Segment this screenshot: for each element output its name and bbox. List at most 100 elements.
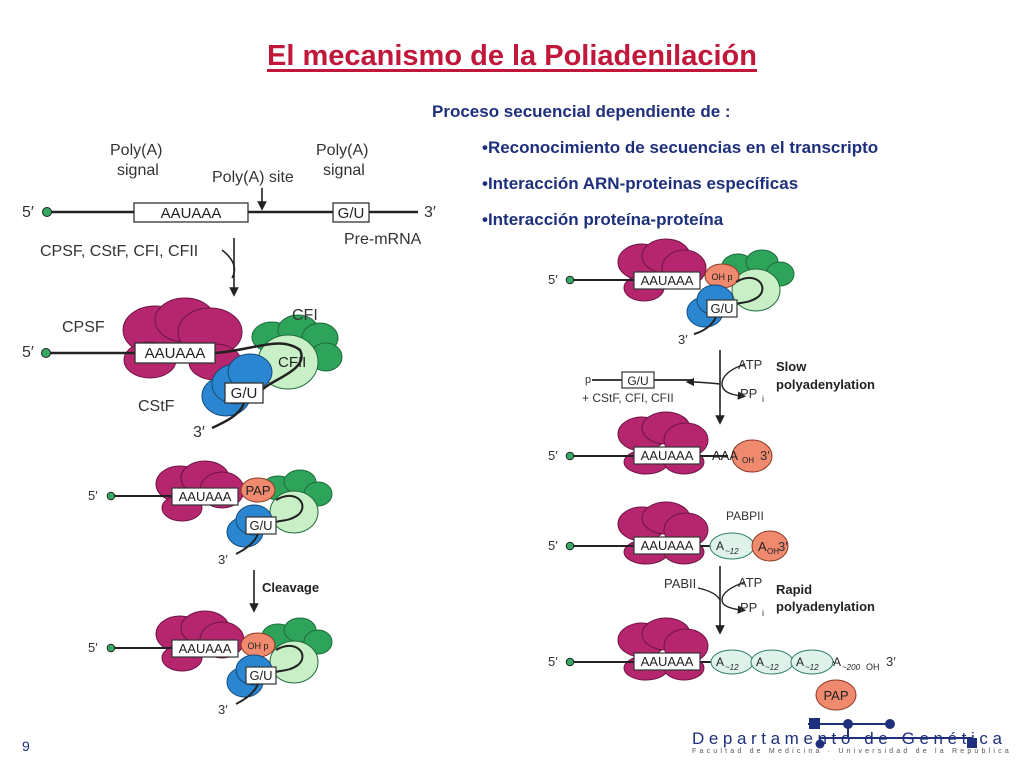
pabpii-label: PABPII <box>726 509 764 523</box>
cpsf-blob <box>617 411 709 475</box>
cfii-blob <box>269 490 319 534</box>
ppi-label: i <box>762 394 764 404</box>
a-subscript: ~200 <box>842 663 861 672</box>
five-prime-label: 5′ <box>548 448 558 463</box>
aauaaa-box: AAUAAA <box>641 654 694 669</box>
pap-bound-panel: PAP 5′ AAUAAA G/U 3′ Cleavage <box>88 460 333 613</box>
right-cleaved-panel: OH p 5′ AAUAAA G/U 3′ <box>548 238 795 347</box>
gu-box: G/U <box>249 668 272 683</box>
three-prime-label: 3′ <box>424 204 436 221</box>
released-factors-label: + CStF, CFI, CFII <box>582 391 674 405</box>
gu-box: G/U <box>710 301 733 316</box>
faculty-name: Facultad de Medicina · Universidad de la… <box>692 748 1012 755</box>
a-label: A <box>796 655 804 669</box>
cfii-blob <box>269 640 319 684</box>
department-logo <box>808 718 977 749</box>
ppi-label: i <box>762 608 764 618</box>
three-prime-label: 3′ <box>218 552 228 567</box>
cpsf-blob <box>617 617 709 681</box>
ppi-label: PP <box>740 600 757 615</box>
bullet-rna-protein: •Interacción ARN-proteinas específicas <box>482 174 799 193</box>
pabpii-blob <box>790 649 834 675</box>
cpsf-label: CPSF <box>62 319 105 336</box>
three-prime-label: 3′ <box>886 654 896 669</box>
a-subscript: ~12 <box>805 663 819 672</box>
oh-p-label: OH p <box>247 641 268 651</box>
gu-box: G/U <box>249 518 272 533</box>
a-subscript: ~12 <box>765 663 779 672</box>
aauaaa-box: AAUAAA <box>161 205 222 222</box>
three-prime-label: 3′ <box>760 448 770 463</box>
department-name: Departamento de Genética <box>692 729 1007 748</box>
oh-label: OH <box>866 662 880 672</box>
cstf-label: CStF <box>138 398 175 415</box>
pap-label: PAP <box>245 483 270 498</box>
five-prime-label: 5′ <box>88 640 98 655</box>
intro-text: Proceso secuencial dependiente de : <box>432 102 731 121</box>
five-prime-label: 5′ <box>22 204 34 221</box>
a-label: A <box>756 655 764 669</box>
a-subscript: ~12 <box>725 547 739 556</box>
aauaaa-box: AAUAAA <box>641 448 694 463</box>
gu-box: G/U <box>231 385 258 402</box>
oh-label: OH <box>767 547 779 556</box>
a-label: A <box>716 655 724 669</box>
rapid-step: PABII ATP PP i Rapid polyadenylation <box>664 566 875 635</box>
gu-box: G/U <box>338 205 365 222</box>
cpsf-blob <box>617 238 707 302</box>
factors-label: CPSF, CStF, CFI, CFII <box>40 243 198 260</box>
slow-label: Slow <box>776 359 807 374</box>
rapid-label: Rapid <box>776 582 812 597</box>
three-prime-label: 3′ <box>678 332 688 347</box>
pap-blob <box>240 477 276 503</box>
polyadenylation-label: polyadenylation <box>776 599 875 614</box>
cpsf-blob <box>617 501 709 565</box>
cleavage-label: Cleavage <box>262 580 319 595</box>
polyadenylation-label: polyadenylation <box>776 377 875 392</box>
three-prime-label: 3′ <box>218 702 228 717</box>
gu-box: G/U <box>627 374 648 388</box>
pap-blob <box>731 439 773 473</box>
atp-label: ATP <box>738 357 762 372</box>
five-prime-label: 5′ <box>22 344 34 361</box>
pap-blob <box>751 530 789 562</box>
five-prime-label: 5′ <box>548 538 558 553</box>
a-subscript: ~12 <box>725 663 739 672</box>
three-prime-label: 3′ <box>193 424 205 441</box>
a-label: A <box>758 539 767 554</box>
long-tail-panel: 5′ AAUAAA A ~12 A ~12 A ~12 A ~200 OH 3′… <box>548 617 896 711</box>
pabii-label: PABII <box>664 576 696 591</box>
atp-label: ATP <box>738 575 762 590</box>
aauaaa-box: AAUAAA <box>641 273 694 288</box>
polya-site-label: Poly(A) site <box>212 169 294 186</box>
aauaaa-box: AAUAAA <box>641 538 694 553</box>
pre-mrna-label: Pre-mRNA <box>344 231 422 248</box>
aaa-label: AAA <box>712 448 738 463</box>
a-label: A <box>833 655 841 669</box>
complex-panel: 5′ AAUAAA G/U 3′ CPSF CFI CFII CStF <box>22 297 343 441</box>
polya-signal-label-2: Poly(A) <box>316 142 368 159</box>
cfi-label: CFI <box>292 307 318 324</box>
ppi-label: PP <box>740 386 757 401</box>
page-title: El mecanismo de la Poliadenilación <box>267 40 757 72</box>
aauaaa-box: AAUAAA <box>145 345 206 362</box>
short-tail-panel: 5′ AAUAAA AAA OH 3′ <box>548 411 773 475</box>
oh-p-label: OH p <box>711 272 732 282</box>
cfii-label: CFII <box>278 354 306 371</box>
aauaaa-box: AAUAAA <box>179 489 232 504</box>
cleaved-panel: OH p 5′ AAUAAA G/U 3′ <box>88 610 333 717</box>
a-label: A <box>716 539 724 553</box>
oh-label: OH <box>742 456 754 465</box>
bullet-protein-protein: •Interacción proteína-proteína <box>482 210 724 229</box>
pap-blob <box>815 679 857 711</box>
slide-number: 9 <box>22 738 30 754</box>
phosphate-label: p <box>585 374 591 386</box>
bullet-recognition: •Reconocimiento de secuencias en el tran… <box>482 138 879 157</box>
polya-signal-label-2: signal <box>323 162 365 179</box>
premrna-panel: Poly(A) signal Poly(A) site Poly(A) sign… <box>22 142 436 297</box>
polya-signal-label: Poly(A) <box>110 142 162 159</box>
five-prime-label: 5′ <box>548 654 558 669</box>
polya-signal-label: signal <box>117 162 159 179</box>
slow-step: ATP PP i Slow polyadenylation p G/U + CS… <box>582 350 875 425</box>
